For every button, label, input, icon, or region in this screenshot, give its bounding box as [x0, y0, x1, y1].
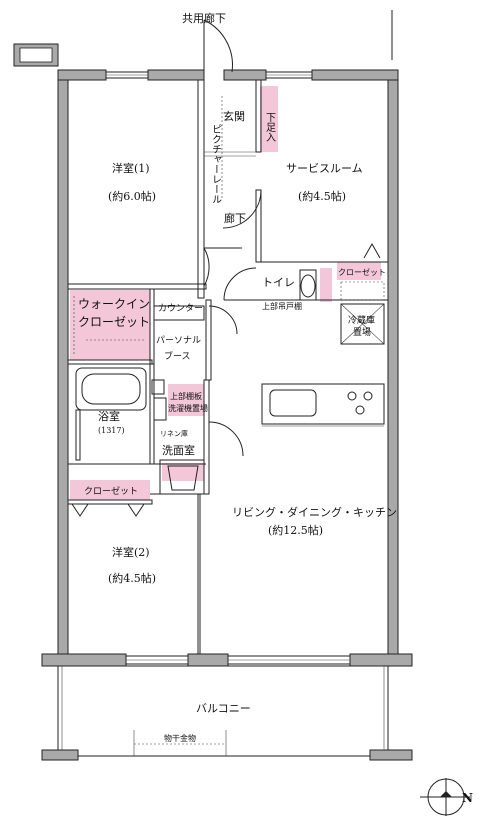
walkin-label-1: ウォークイン [78, 297, 150, 311]
closet-bottom-fill [70, 480, 150, 500]
service-size: (約4.5帖) [298, 189, 346, 203]
linen-label: リネン庫 [160, 429, 188, 438]
western1-size: (約6.0帖) [108, 189, 156, 203]
personal-label-2: ブース [164, 350, 191, 362]
toilet-fixture [299, 269, 317, 301]
washer-area-fill [168, 384, 204, 416]
wash-basin-fill [162, 463, 204, 481]
top-windows [105, 71, 313, 79]
upper-cabinet-label: 上部吊戸棚 [262, 301, 302, 311]
personal-label-1: パーソナル [156, 335, 201, 346]
upper-shelf-label-1: 上部棚板 [170, 391, 202, 401]
counter-label: カウンター [158, 303, 203, 314]
shoe-box-label: 下足入 [264, 112, 276, 142]
wash-basin [159, 459, 205, 495]
balcony-area [41, 665, 413, 761]
bottom-windows [125, 655, 351, 665]
balcony-label: バルコニー [196, 702, 251, 715]
toilet-label: トイレ [262, 276, 295, 289]
service-name: サービスルーム [286, 162, 363, 175]
closet-bottom-label: クローゼット [84, 485, 138, 497]
compass-north-label: N [462, 791, 473, 805]
walkin-closet-fill [70, 290, 150, 360]
bath-name: 浴室 [98, 409, 120, 423]
compass-icon [420, 778, 470, 816]
entrance-door [203, 10, 393, 80]
picture-rail-label: ピクチャーレール [210, 124, 222, 204]
fridge-label-1: 冷蔵庫 [348, 314, 375, 326]
ldk-size: (約12.5帖) [268, 523, 323, 537]
walkin-label-2: クローゼット [78, 315, 150, 329]
washroom-label: 洗面室 [162, 443, 195, 457]
corridor-label: 共用廊下 [182, 11, 226, 25]
exterior-walls [13, 43, 413, 667]
laundry-pole-label: 物干金物 [164, 733, 196, 743]
entrance-label: 玄関 [223, 109, 245, 123]
western1-name: 洋室(1) [112, 161, 150, 175]
toilet-cabinet-fill [320, 268, 332, 302]
western2-size: (約4.5帖) [108, 571, 156, 585]
shoe-box-fill [260, 86, 278, 152]
interior-walls [67, 79, 388, 654]
hallway-label: 廊下 [224, 211, 246, 225]
bathtub [75, 367, 147, 411]
upper-shelf-label-2: 洗濯機置場 [168, 403, 208, 413]
fridge-label-2: 置場 [353, 326, 371, 338]
kitchen-counter [261, 383, 385, 427]
western2-name: 洋室(2) [112, 545, 150, 559]
service-closet-fill [337, 262, 381, 280]
bath-size: (1317) [98, 426, 125, 435]
service-closet-label: クローゼット [338, 267, 386, 277]
ldk-name: リビング・ダイニング・キッチン [232, 505, 397, 519]
